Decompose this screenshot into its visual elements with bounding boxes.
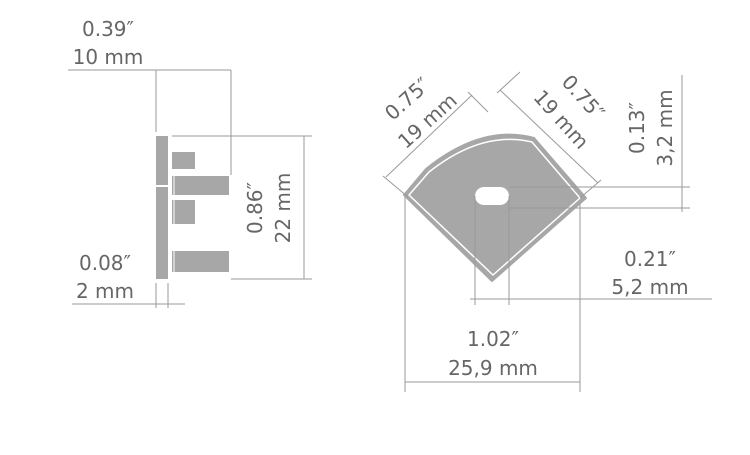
lip-mm-label: 2 mm <box>76 279 134 303</box>
side-view: 0.39″ 10 mm 0.86″ 22 mm 0.08″ 2 mm <box>68 17 312 308</box>
side-view-part <box>155 136 229 279</box>
height-mm-label: 22 mm <box>271 173 295 244</box>
slot-offset-dimension: 0.21″ 5,2 mm <box>470 196 712 305</box>
left-side-extension-a <box>382 175 409 198</box>
side-fin-bottom <box>172 251 229 272</box>
front-view-part <box>403 133 587 282</box>
width-inch-label: 0.39″ <box>82 17 134 41</box>
width-dimension: 0.39″ 10 mm <box>68 17 232 175</box>
right-side-extension-b <box>579 179 602 199</box>
side-fin-middle <box>172 200 195 224</box>
lip-dimension: 0.08″ 2 mm <box>72 251 185 308</box>
slot-offset-inch-label: 0.21″ <box>624 247 676 271</box>
slot-height-inch-label: 0.13″ <box>625 102 649 154</box>
side-fin-top <box>172 152 195 169</box>
end-cap-plate <box>156 136 168 279</box>
mounting-slot <box>475 187 509 205</box>
corner-profile-body <box>403 133 587 282</box>
front-view: 0.75″ 19 mm 0.75″ 19 mm 0.13″ 3,2 mm 0.2… <box>380 70 712 392</box>
slot-offset-mm-label: 5,2 mm <box>611 275 688 299</box>
slot-height-mm-label: 3,2 mm <box>653 89 677 166</box>
height-inch-label: 0.86″ <box>243 182 267 234</box>
height-dimension: 0.86″ 22 mm <box>172 135 312 280</box>
total-width-dimension: 1.02″ 25,9 mm <box>404 197 581 392</box>
corner-profile-inner-edge <box>408 138 581 276</box>
side-fin-upper <box>172 176 229 195</box>
total-width-inch-label: 1.02″ <box>467 327 519 351</box>
right-side-extension-a <box>496 71 521 94</box>
total-width-mm-label: 25,9 mm <box>448 356 538 380</box>
width-mm-label: 10 mm <box>73 45 144 69</box>
slot-height-dimension: 0.13″ 3,2 mm <box>509 75 690 212</box>
right-side-dimension-line <box>499 89 599 184</box>
left-side-extension-b <box>467 91 489 113</box>
lip-inch-label: 0.08″ <box>79 251 131 275</box>
left-side-dimension-line <box>385 94 473 178</box>
